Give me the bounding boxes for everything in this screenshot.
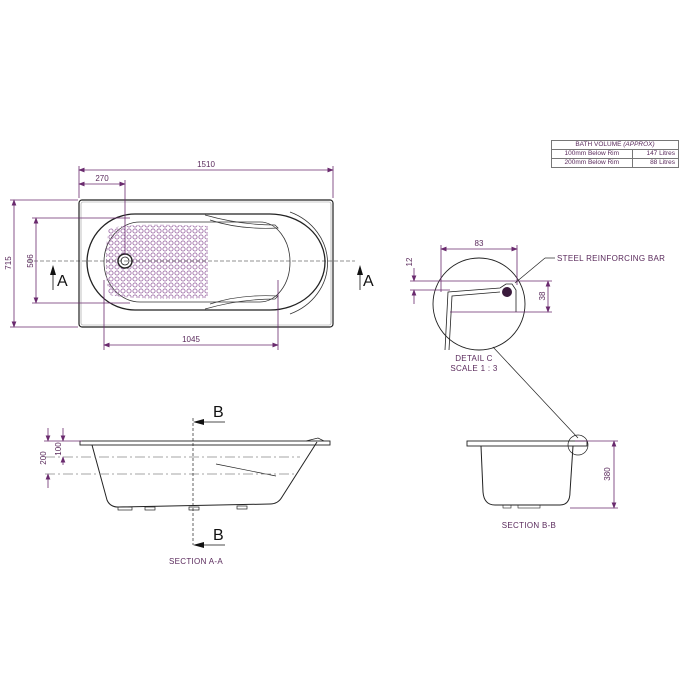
- table-header-note: (APPROX): [623, 141, 655, 148]
- dim-detail-depth: 38: [538, 291, 547, 300]
- dim-inner-length: 1045: [182, 335, 200, 344]
- table-header: BATH VOLUME (APPROX): [551, 140, 679, 150]
- detail-c-title: DETAIL C: [455, 354, 493, 363]
- section-bb-title: SECTION B-B: [502, 521, 556, 530]
- bath-volume-table: BATH VOLUME (APPROX) 100mm Below Rim 147…: [551, 140, 679, 168]
- section-mark-a-right: A: [363, 273, 374, 290]
- section-aa-title: SECTION A-A: [169, 557, 223, 566]
- section-bb: 380 SECTION B-B: [466, 434, 618, 530]
- dim-detail-width: 83: [475, 239, 484, 248]
- callout-steel-bar: STEEL REINFORCING BAR: [557, 254, 665, 263]
- plan-view: A A 1510 270 715 506 104: [4, 160, 374, 350]
- section-aa: B B 200 100 SECTION A-A: [39, 404, 331, 566]
- dim-bb-depth: 380: [603, 467, 612, 481]
- table-row: 100mm Below Rim 147 Litres: [551, 149, 679, 159]
- dim-waste-offset: 270: [95, 174, 109, 183]
- detail-c: 83 12 38 STEEL REINFORCING BAR DETAIL C …: [405, 239, 665, 439]
- dim-overall-length: 1510: [197, 160, 215, 169]
- row-label: 100mm Below Rim: [551, 149, 633, 159]
- reinforcing-bar-icon: [502, 287, 512, 297]
- row-value: 147 Litres: [631, 149, 679, 159]
- section-mark-b-top: B: [213, 404, 224, 421]
- table-row: 200mm Below Rim 88 Litres: [551, 158, 679, 168]
- detail-c-scale: SCALE 1 : 3: [450, 364, 498, 373]
- dim-level-200: 200: [39, 451, 48, 465]
- dim-overall-width: 715: [4, 256, 13, 270]
- dim-rim: 12: [405, 257, 414, 266]
- section-mark-b-bottom: B: [213, 527, 224, 544]
- detail-c-marker: [567, 434, 589, 456]
- row-value: 88 Litres: [631, 158, 679, 168]
- row-label: 200mm Below Rim: [551, 158, 633, 168]
- dim-level-100: 100: [54, 442, 63, 456]
- section-mark-a-left: A: [57, 273, 68, 290]
- dim-inner-width: 506: [26, 254, 35, 268]
- table-header-label: BATH VOLUME: [575, 141, 622, 148]
- anti-slip-dots: [106, 224, 208, 299]
